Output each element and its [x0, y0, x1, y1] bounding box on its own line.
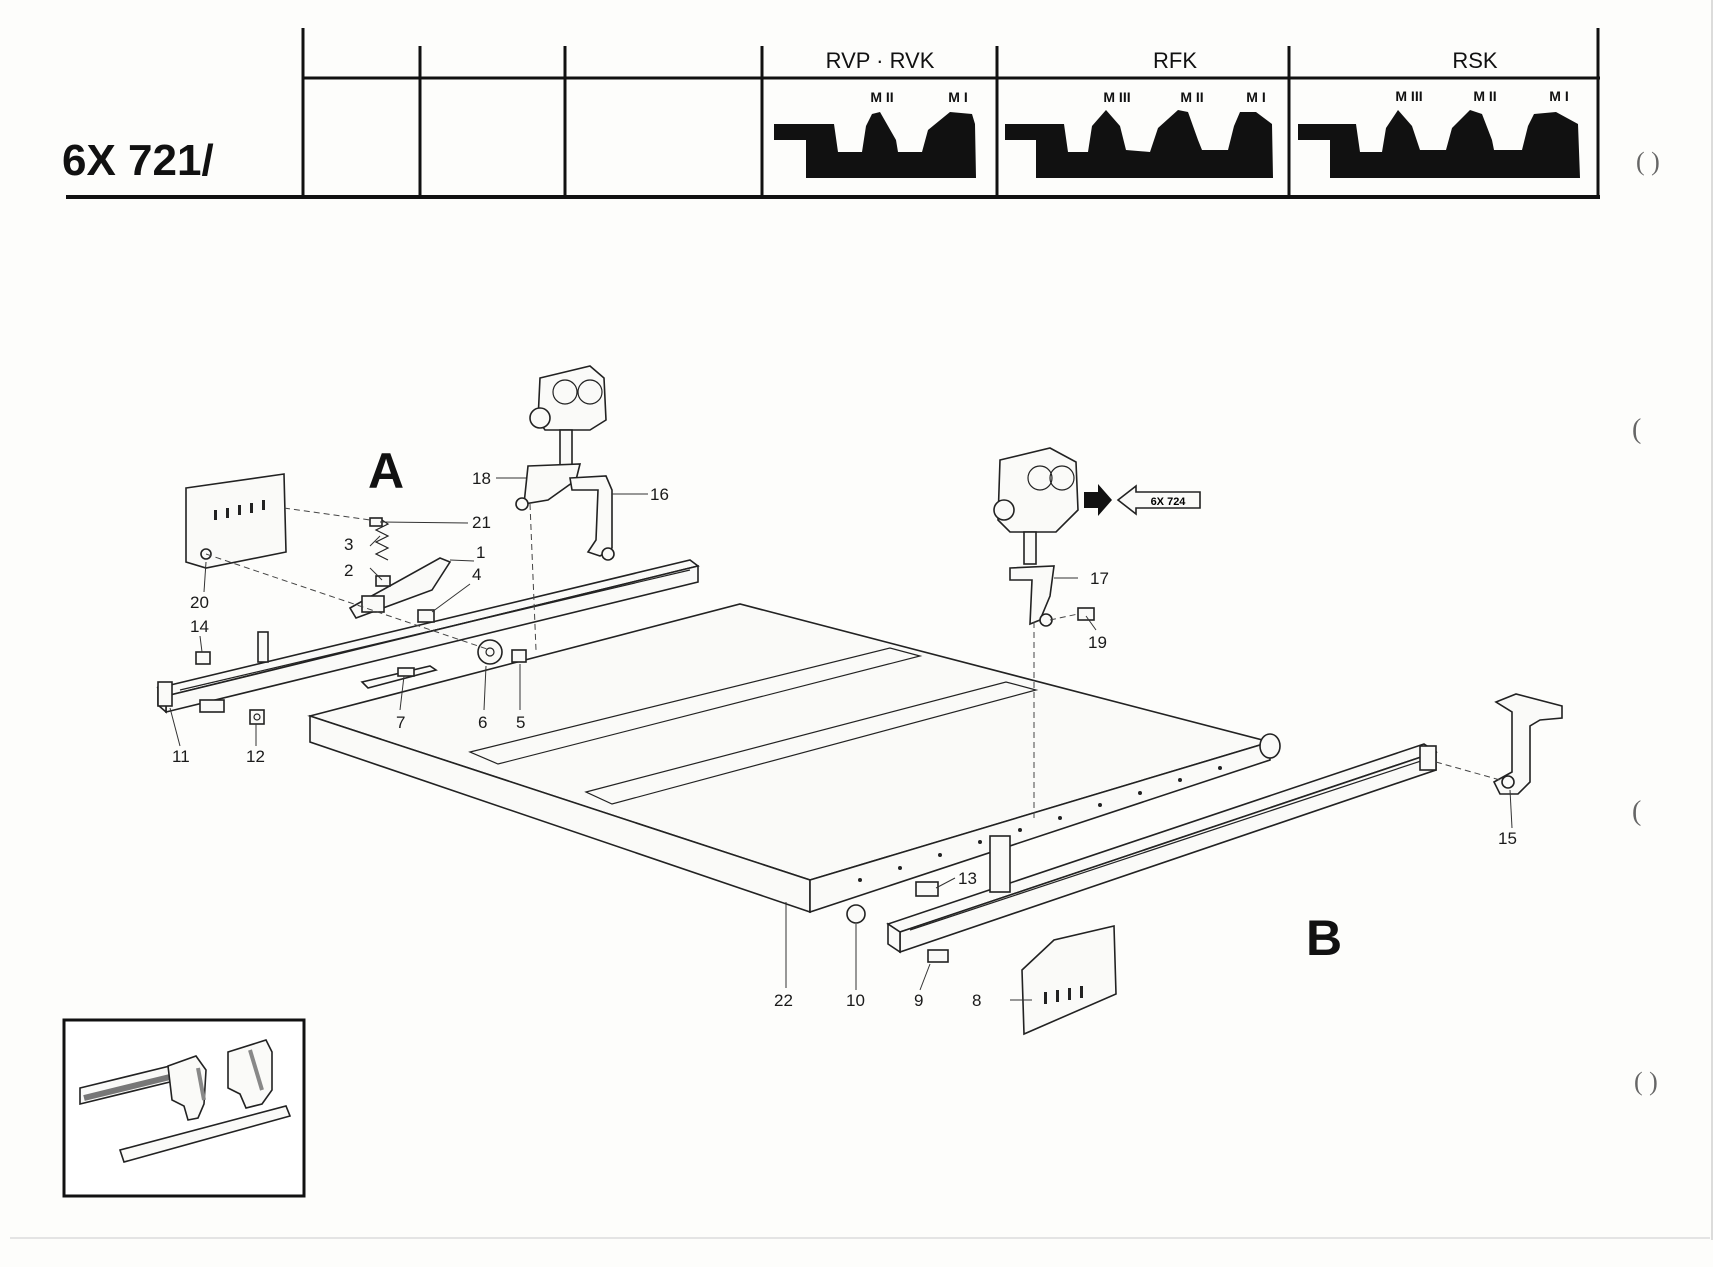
bracket-15 [1492, 693, 1563, 795]
callout-11: 11 [172, 747, 190, 766]
size-label: M II [870, 89, 893, 105]
table-panel [307, 603, 1281, 914]
assembly-guide-lines [205, 503, 1501, 822]
margin-mark: ( [1632, 414, 1641, 445]
header-block: 6X 721/ RVP · RVK RFK RSK M II M I M III… [62, 28, 1600, 199]
callout-10: 10 [846, 991, 865, 1010]
column-title-rvp-rvk: RVP · RVK [826, 48, 935, 73]
callout-16: 16 [650, 485, 669, 504]
section-label-a: A [368, 443, 404, 499]
rail-b [846, 743, 1438, 963]
reference-arrow: 6X 724 [1084, 484, 1201, 516]
callout-12: 12 [246, 747, 265, 766]
callout-6: 6 [478, 713, 487, 732]
binder-margin-marks: ( ) ( ( ( ) [10, 0, 1713, 1240]
callout-3: 3 [344, 535, 353, 554]
rail-profile-rvp-rvk [774, 112, 976, 178]
size-label: M III [1103, 89, 1130, 105]
rail-profile-rsk [1298, 110, 1580, 178]
callout-1: 1 [476, 543, 485, 562]
catalog-number: 6X 721/ [62, 136, 214, 185]
rail-a [156, 473, 700, 725]
callout-7: 7 [396, 713, 405, 732]
callout-18: 18 [472, 469, 491, 488]
size-label: M I [948, 89, 967, 105]
bracket-16 [569, 475, 615, 561]
callout-14: 14 [190, 617, 209, 636]
callout-22: 22 [774, 991, 793, 1010]
callout-13: 13 [958, 869, 977, 888]
callout-17: 17 [1090, 569, 1109, 588]
column-title-rfk: RFK [1153, 48, 1197, 73]
callout-2: 2 [344, 561, 353, 580]
callout-numbers: 1 2 3 4 5 6 7 8 9 10 11 12 13 14 15 16 1… [172, 469, 1517, 1010]
margin-mark: ( [1632, 796, 1641, 827]
reference-arrow-label: 6X 724 [1151, 496, 1187, 508]
callout-leaders [169, 477, 1513, 1001]
column-title-rsk: RSK [1452, 48, 1498, 73]
size-label: M III [1395, 88, 1422, 104]
section-label-b: B [1306, 910, 1342, 966]
inset-rail-perspective [62, 1018, 306, 1198]
callout-4: 4 [472, 565, 481, 584]
callout-8: 8 [972, 991, 981, 1010]
callout-20: 20 [190, 593, 209, 612]
size-label: M I [1246, 89, 1265, 105]
bracket-assembly-18 [515, 365, 607, 511]
margin-mark: ( ) [1636, 147, 1660, 176]
margin-mark: ( ) [1634, 1067, 1658, 1096]
callout-15: 15 [1498, 829, 1517, 848]
callout-9: 9 [914, 991, 923, 1010]
rail-profile-rfk [1005, 110, 1273, 178]
callout-21: 21 [472, 513, 491, 532]
callout-5: 5 [516, 713, 525, 732]
size-label: M II [1473, 88, 1496, 104]
size-label: M I [1549, 88, 1568, 104]
bracket-assembly-17 [993, 447, 1095, 627]
size-label: M II [1180, 89, 1203, 105]
end-plate-8 [1021, 924, 1117, 1036]
callout-19: 19 [1088, 633, 1107, 652]
